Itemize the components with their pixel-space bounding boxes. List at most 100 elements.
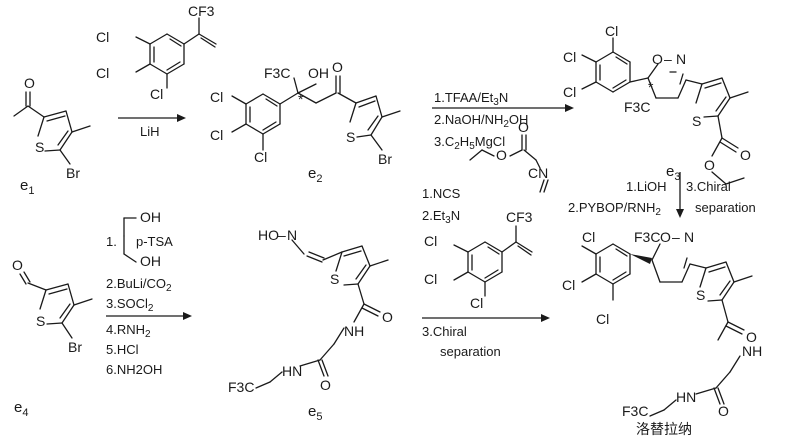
- iso-cl-2: Cl: [563, 49, 576, 65]
- e2-cl-2: Cl: [210, 127, 223, 143]
- product-cl-2: Cl: [562, 277, 575, 293]
- e1-oxygen: O: [24, 75, 35, 91]
- product-f3c-2: F3C: [622, 403, 648, 419]
- compound-product: Cl Cl Cl F3C O – N S O NH HN O F3C 洛替拉纳: [562, 229, 762, 438]
- reagent-step4-num1: 1.: [106, 234, 117, 249]
- methyl-bond: [13, 105, 29, 117]
- styrene-cf3: CF3: [188, 3, 215, 19]
- glycol-oh-bottom: OH: [140, 253, 161, 269]
- glycol-oh-top: OH: [140, 209, 161, 225]
- e2-carbonyl-o: O: [332, 59, 343, 75]
- styrene-reagent-2: CF3 Cl Cl Cl: [424, 209, 533, 311]
- e5-f3c: F3C: [228, 379, 254, 395]
- iso-cl-1: Cl: [605, 23, 618, 39]
- product-sulfur: S: [696, 287, 705, 303]
- styrene2-cl-1: Cl: [424, 233, 437, 249]
- e5-dash: –: [278, 227, 286, 243]
- iso-ring-o: O: [652, 51, 663, 67]
- product-name: 洛替拉纳: [636, 422, 692, 438]
- product-hn: HN: [676, 389, 696, 405]
- e2-stereo-star: *: [298, 91, 304, 107]
- e3-label-sub: 3: [674, 171, 680, 183]
- styrene-cl-1: Cl: [96, 29, 109, 45]
- e1-label: e1: [20, 177, 34, 197]
- e1-sulfur: S: [35, 139, 44, 155]
- product-f3c: F3C: [634, 229, 660, 245]
- reagent-ptsa: p-TSA: [136, 234, 173, 249]
- compound-e1: O S Br e1: [13, 75, 91, 197]
- iso-stereo-star: *: [648, 79, 654, 95]
- iso-carbonyl-o: O: [740, 147, 751, 163]
- compound-e5: HO – N S O NH HN O F3C e5: [228, 227, 393, 423]
- e2-cl-1: Cl: [210, 89, 223, 105]
- iso-f3c: F3C: [624, 99, 650, 115]
- e5-nh: NH: [344, 323, 364, 339]
- iso-ring-dash: –: [664, 51, 672, 67]
- e4-label: e4: [14, 399, 28, 419]
- e2-label: e2: [308, 165, 322, 185]
- arrow-step5: 1.NCS 2.Et3N 3.Chiral separation: [422, 186, 550, 359]
- product-amide-o1: O: [746, 329, 757, 345]
- e5-label: e5: [308, 403, 322, 423]
- product-cl-3: Cl: [596, 311, 609, 327]
- product-ring-dash: –: [672, 229, 680, 245]
- product-nh: NH: [742, 343, 762, 359]
- arrow-step1: LiH: [118, 114, 186, 139]
- product-ring-n: N: [684, 229, 694, 245]
- iso-sulfur: S: [692, 113, 701, 129]
- cyano-cn: CN: [528, 165, 548, 181]
- e5-amide-o1: O: [382, 309, 393, 325]
- cyano-ester-o: O: [496, 147, 507, 163]
- e2-cl-3: Cl: [254, 149, 267, 165]
- e4-bromine: Br: [68, 339, 82, 355]
- reagent-ncs: 1.NCS: [422, 186, 461, 201]
- iso-cl-3: Cl: [563, 84, 576, 100]
- reagent-separation-2: separation: [440, 344, 501, 359]
- reagent-pybop: 2.PYBOP/RNH2: [568, 200, 661, 218]
- e5-label-sub: 5: [316, 411, 322, 423]
- arrow-step3: 1.LiOH 3.Chiral separation 2.PYBOP/RNH2: [568, 172, 756, 218]
- reagent-tfaa: 1.TFAA/Et3N: [434, 90, 508, 108]
- e2-label-sub: 2: [316, 173, 322, 185]
- reagent-socl2: 3.SOCl2: [106, 296, 154, 314]
- e1-bromine: Br: [66, 165, 80, 181]
- styrene2-cf3: CF3: [506, 209, 533, 225]
- reagent-lioh: 1.LiOH: [626, 179, 666, 194]
- e4-oxygen: O: [12, 257, 23, 273]
- e5-sulfur: S: [330, 271, 339, 287]
- e5-ho: HO: [258, 227, 279, 243]
- arrow-step4: OH OH 1. p-TSA 2.BuLi/CO2 3.SOCl2 4.RNH2…: [106, 209, 192, 377]
- cyano-carbonyl-o: O: [518, 119, 529, 135]
- compound-e4: O S Br e4: [12, 257, 93, 419]
- iso-ring-n: N: [676, 51, 686, 67]
- reagent-et3n: 2.Et3N: [422, 208, 460, 226]
- e2-bromine: Br: [378, 151, 392, 167]
- styrene-cl-3: Cl: [150, 86, 163, 102]
- reagent-naoh: 2.NaOH/NH2OH: [434, 112, 528, 130]
- product-amide-o2: O: [718, 403, 729, 419]
- compound-e2: F3C OH O * Cl Cl Cl S Br e2: [210, 59, 401, 185]
- arrow-step2: 1.TFAA/Et3N 2.NaOH/NH2OH 3.C2H5MgCl: [432, 90, 574, 152]
- product-ring-o: O: [660, 229, 671, 245]
- e3-label: e3: [666, 163, 680, 183]
- compound-isoxazoline-ester: Cl Cl Cl O – N F3C * S O O e3: [563, 23, 751, 185]
- reagent-nh2oh: 6.NH2OH: [106, 362, 162, 377]
- product-cl-1: Cl: [582, 229, 595, 245]
- e5-amide-o2: O: [320, 377, 331, 393]
- cyano-reagent: O O CN: [469, 119, 549, 193]
- e2-f3c: F3C: [264, 65, 290, 81]
- e5-oxime-n: N: [287, 227, 297, 243]
- e5-hn: HN: [282, 363, 302, 379]
- e2-sulfur: S: [346, 129, 355, 145]
- e4-label-sub: 4: [22, 407, 28, 419]
- reagent-buli: 2.BuLi/CO2: [106, 276, 172, 294]
- reagent-chiral-1: 3.Chiral: [686, 179, 731, 194]
- styrene-reagent: CF3 Cl Cl Cl: [96, 3, 217, 102]
- e4-sulfur: S: [36, 313, 45, 329]
- e2-hydroxyl: OH: [308, 65, 329, 81]
- styrene2-cl-3: Cl: [470, 295, 483, 311]
- reagent-chiral-2: 3.Chiral: [422, 324, 467, 339]
- styrene-cl-2: Cl: [96, 65, 109, 81]
